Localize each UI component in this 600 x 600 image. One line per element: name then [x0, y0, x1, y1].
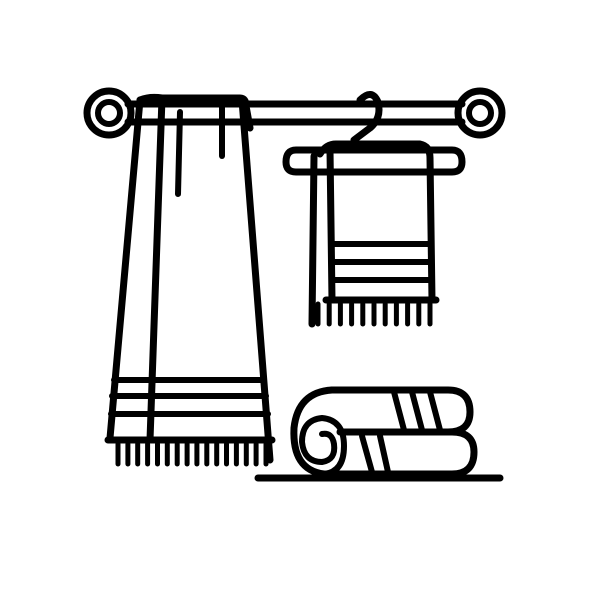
- bath-towel: [104, 93, 276, 467]
- towel-roll-spiral: [290, 386, 347, 478]
- towel-bar: [83, 87, 506, 139]
- left-bracket: [83, 87, 135, 139]
- hand-towel-fringe: [315, 301, 433, 327]
- right-bracket: [454, 87, 506, 139]
- bottom-rolled-towel: [314, 428, 478, 478]
- top-rolled-towel: [328, 386, 474, 436]
- hook-hanger: [282, 91, 466, 176]
- hand-towel: [308, 140, 440, 328]
- rolled-towels: [254, 386, 504, 482]
- bath-towel-fringe: [115, 441, 269, 467]
